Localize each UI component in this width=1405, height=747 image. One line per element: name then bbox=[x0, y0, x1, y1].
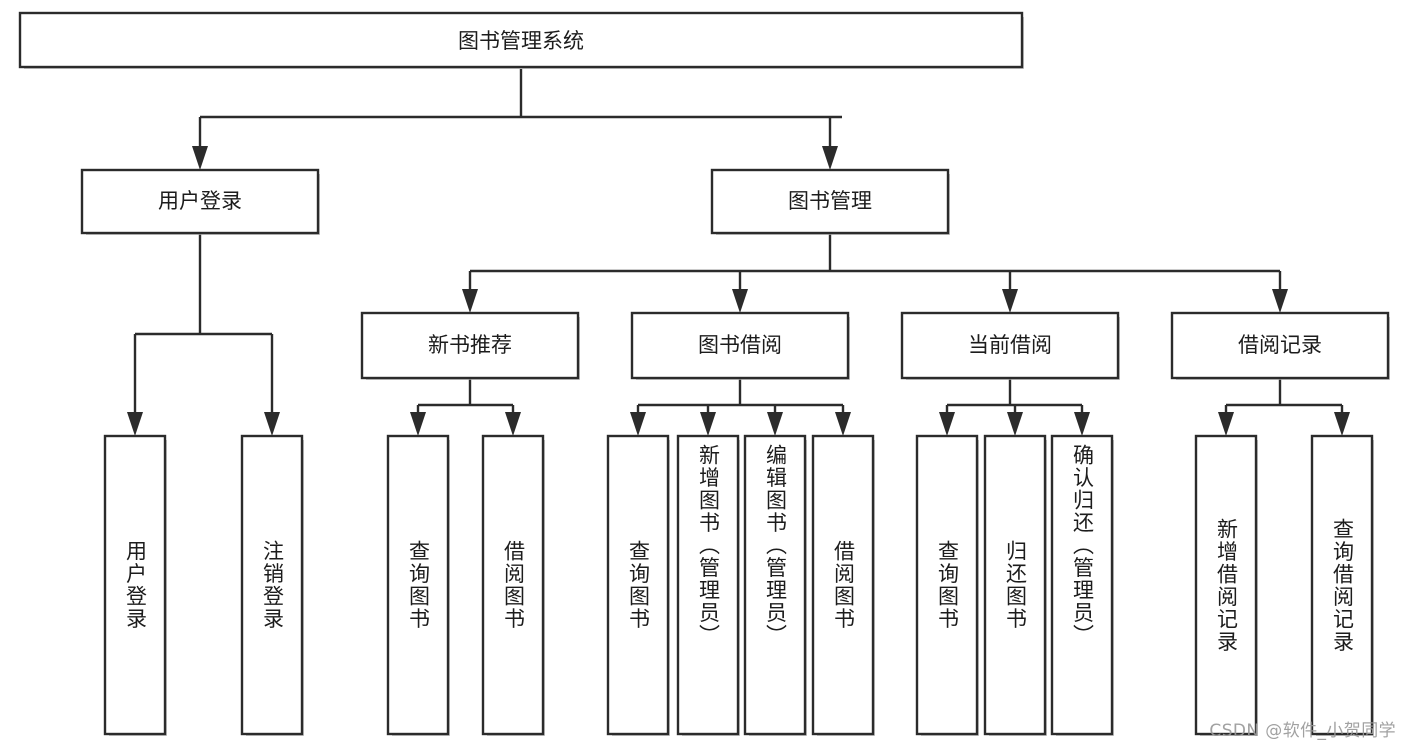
arrow-to-leaf-logout-login bbox=[264, 412, 280, 436]
arrow-to-leaf-query-record bbox=[1334, 412, 1350, 436]
node-current-borrow-label: 当前借阅 bbox=[968, 333, 1052, 357]
arrow-to-leaf-return-book bbox=[1007, 412, 1023, 436]
arrow-to-leaf-query-book-3 bbox=[939, 412, 955, 436]
node-user-login-box[interactable] bbox=[80, 168, 320, 235]
node-leaf-add-book-box[interactable] bbox=[676, 434, 740, 736]
node-leaf-logout-login-box[interactable] bbox=[240, 434, 304, 736]
node-leaf-query-book-3-box[interactable] bbox=[915, 434, 979, 736]
node-layer: 图书管理系统 用户登录 图书管理 新书推荐 图书借阅 当前借阅 借阅记录 bbox=[18, 11, 1390, 736]
arrow-to-leaf-add-record bbox=[1218, 412, 1234, 436]
arrow-to-book-manage bbox=[822, 146, 838, 170]
node-leaf-add-record-box[interactable] bbox=[1194, 434, 1258, 736]
node-book-borrow-label: 图书借阅 bbox=[698, 333, 782, 357]
arrow-to-leaf-add-book bbox=[700, 412, 716, 436]
node-current-borrow-box[interactable] bbox=[900, 311, 1120, 380]
arrow-to-leaf-user-login bbox=[127, 412, 143, 436]
node-leaf-query-record-box[interactable] bbox=[1310, 434, 1374, 736]
node-leaf-user-login-box[interactable] bbox=[103, 434, 167, 736]
node-leaf-borrow-book-2-box[interactable] bbox=[811, 434, 875, 736]
arrow-to-leaf-confirm-return bbox=[1074, 412, 1090, 436]
node-book-manage-box[interactable] bbox=[710, 168, 950, 235]
node-user-login-label: 用户登录 bbox=[158, 189, 242, 213]
arrow-to-leaf-borrow-book-1 bbox=[505, 412, 521, 436]
node-leaf-query-book-2-box[interactable] bbox=[606, 434, 670, 736]
node-leaf-query-book-1-box[interactable] bbox=[386, 434, 450, 736]
node-leaf-confirm-return-box[interactable] bbox=[1050, 434, 1114, 736]
node-new-book-recommend-label: 新书推荐 bbox=[428, 333, 512, 357]
arrow-to-leaf-query-book-1 bbox=[410, 412, 426, 436]
arrow-to-borrow-record bbox=[1272, 289, 1288, 313]
node-borrow-record-label: 借阅记录 bbox=[1238, 333, 1322, 357]
arrow-to-leaf-borrow-book-2 bbox=[835, 412, 851, 436]
arrow-to-user-login bbox=[192, 146, 208, 170]
node-leaf-edit-book-box[interactable] bbox=[743, 434, 807, 736]
node-leaf-borrow-book-1-box[interactable] bbox=[481, 434, 545, 736]
arrow-to-new-book-recommend bbox=[462, 289, 478, 313]
node-book-borrow-box[interactable] bbox=[630, 311, 850, 380]
node-root-box[interactable] bbox=[18, 11, 1024, 69]
arrow-to-book-borrow bbox=[732, 289, 748, 313]
arrow-to-leaf-query-book-2 bbox=[630, 412, 646, 436]
node-new-book-recommend-box[interactable] bbox=[360, 311, 580, 380]
node-root-label: 图书管理系统 bbox=[458, 29, 584, 53]
node-borrow-record-box[interactable] bbox=[1170, 311, 1390, 380]
node-book-manage-label: 图书管理 bbox=[788, 189, 872, 213]
node-leaf-return-book-box[interactable] bbox=[983, 434, 1047, 736]
connector-layer bbox=[127, 69, 1350, 436]
csdn-watermark: CSDN @软件_小贺同学 bbox=[1209, 721, 1396, 741]
arrow-to-current-borrow bbox=[1002, 289, 1018, 313]
arrow-to-leaf-edit-book bbox=[767, 412, 783, 436]
